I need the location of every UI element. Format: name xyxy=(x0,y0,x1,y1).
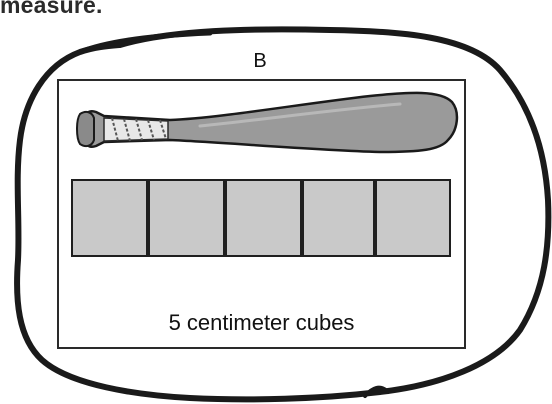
centimeter-cube-1 xyxy=(72,180,147,256)
centimeter-cube-5 xyxy=(376,180,450,256)
cube-count-caption: 5 centimeter cubes xyxy=(57,310,466,336)
centimeter-cube-3 xyxy=(226,180,301,256)
centimeter-cube-row xyxy=(72,180,450,256)
bat-knob xyxy=(77,112,94,146)
centimeter-cube-4 xyxy=(303,180,374,256)
baseball-bat-icon xyxy=(77,93,457,152)
centimeter-cube-2 xyxy=(149,180,224,256)
